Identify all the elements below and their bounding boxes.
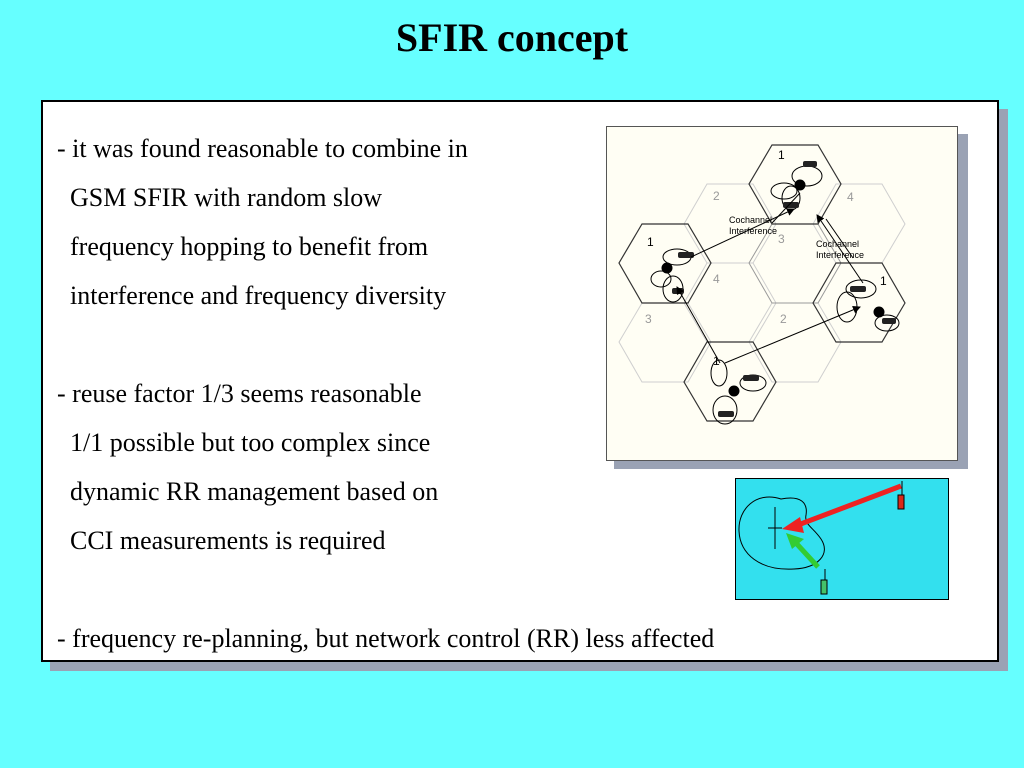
cell-label: 1 [647,235,654,249]
hex-cell-top [748,144,842,225]
annotation-leader [825,218,854,259]
cell-label: 2 [780,312,787,326]
slide-title: SFIR concept [395,15,629,60]
bullet-line: GSM SFIR with random slow [57,183,383,212]
hex-cell-bottom [683,341,777,422]
hex-cell-far-left [618,302,712,383]
content-frame: - it was found reasonable to combine in … [41,100,999,662]
beam-inset-diagram [735,478,949,600]
cell-label: 1 [778,148,785,162]
hex-cell-left-lower [683,262,777,343]
desired-mobile-icon [820,579,828,595]
bullet-line: frequency hopping to benefit from [57,232,429,261]
bullet-line: - frequency re-planning, but network con… [57,624,715,653]
bullet-list: - it was found reasonable to combine in … [57,124,957,663]
interference-arrow [690,208,795,258]
bullet-line: interference and frequency diversity [57,281,447,310]
hex-cell-right [812,262,906,343]
desired-signal-arrow [794,541,820,569]
interference-arrow [676,286,721,364]
interferer-arrowhead [782,517,804,533]
cell-label: 3 [645,312,652,326]
bullet-line: - it was found reasonable to combine in [57,134,468,163]
cell-label: 2 [713,189,720,203]
cell-label: 4 [847,190,854,204]
hex-cell-diagram: 1 1 1 1 2 4 3 4 3 2 [606,126,958,461]
desired-signal-arrowhead [786,533,804,549]
interference-arrow [724,305,861,364]
hex-cell-left [618,223,712,304]
interferer-arrow [797,483,902,528]
annotation-text: Cochannel [816,239,859,249]
annotation-text: Cochannel [729,215,772,225]
bullet-line: - reuse factor 1/3 seems reasonable [57,379,422,408]
interferer-mobile-icon [897,494,905,510]
bullet-line: dynamic RR management based on [57,477,439,506]
cell-label: 1 [880,274,887,288]
base-station-bottom [710,359,767,425]
annotation-leader [771,192,801,224]
bullet-line: CCI measurements is required [57,526,386,555]
annotation-text: Interference [816,250,864,260]
bullet-line: 1/1 possible but too complex since [57,428,431,457]
cell-label: 4 [713,272,720,286]
interference-arrow [816,214,864,284]
hex-cell-right-lower [748,302,842,383]
beam-inset-svg [738,481,905,595]
annotation-text: Interference [729,226,777,236]
cell-label: 3 [778,232,785,246]
hex-cell-svg: 1 1 1 1 2 4 3 4 3 2 [618,144,906,425]
